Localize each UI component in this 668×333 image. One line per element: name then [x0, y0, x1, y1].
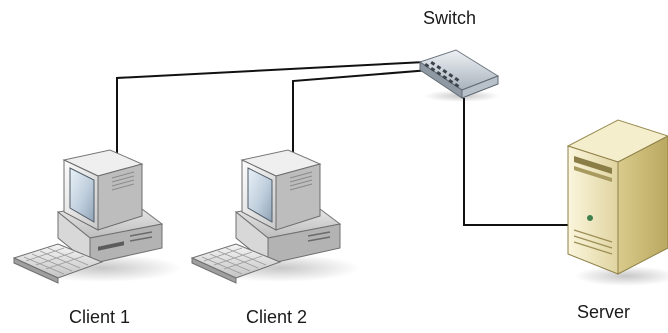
switch-label: Switch [423, 8, 477, 28]
connection-lines [116, 61, 573, 226]
cable-client2-switch [292, 69, 431, 157]
client2-computer-icon [190, 149, 360, 284]
client2-label: Client 2 [246, 307, 308, 327]
network-switch-icon [418, 49, 500, 102]
cable-client1-switch [116, 61, 426, 160]
server-label: Server [577, 302, 631, 322]
server-tower-icon [566, 119, 668, 286]
cable-switch-server [463, 98, 573, 226]
client1-computer-icon [12, 149, 182, 284]
client1-label: Client 1 [69, 307, 131, 327]
